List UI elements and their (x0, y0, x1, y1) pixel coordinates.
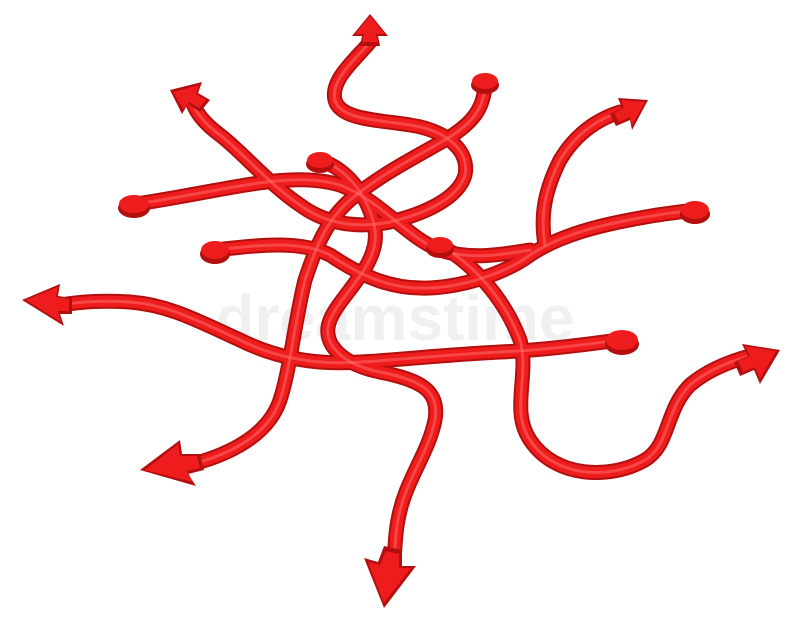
arrowhead-right (734, 344, 780, 384)
start-knob-top (471, 73, 499, 94)
arrow-bundle (22, 14, 780, 608)
arrowhead-left (22, 284, 72, 326)
start-knob-right (680, 201, 710, 224)
start-knob-lower-right (605, 330, 639, 355)
start-knob-left (118, 195, 150, 218)
arrowhead-upper-right (610, 98, 648, 130)
start-knobs (118, 73, 710, 355)
arrowhead-up-left (170, 82, 210, 114)
arrowhead-up (352, 14, 388, 46)
start-knob-mid (426, 237, 454, 258)
start-knob-mid-left (200, 241, 230, 264)
arrowhead-down (364, 546, 416, 608)
arrowheads (22, 14, 780, 608)
arrowhead-down-left (140, 440, 204, 486)
start-knob-center (306, 152, 334, 173)
